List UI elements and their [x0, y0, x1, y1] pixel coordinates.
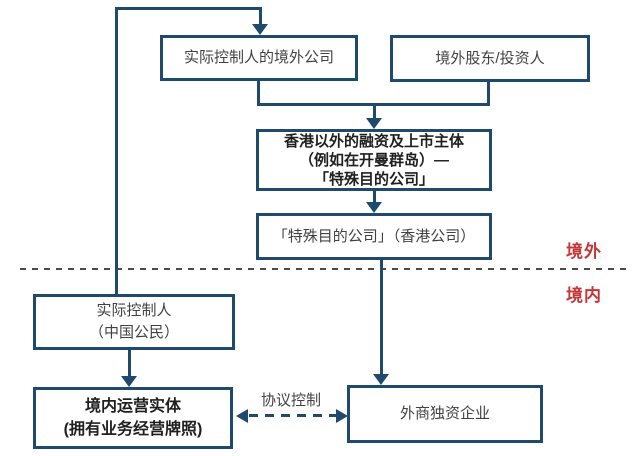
connector-controller-to-domestic	[128, 350, 131, 377]
box-offshore-listing-entity-line1: 香港以外的融资及上市主体	[283, 132, 464, 150]
box-overseas-holdco-label: 实际控制人的境外公司	[183, 49, 334, 66]
contractual-control-dashed-arrow	[249, 414, 337, 417]
offshore-onshore-separator	[20, 268, 626, 270]
box-domestic-operating-entity-line2: (拥有业务经营牌照)	[63, 421, 203, 438]
arrow-right-icon	[336, 409, 348, 423]
box-actual-controller-line2: （中国公民）	[88, 324, 179, 341]
connector-merge-horizontal	[257, 103, 490, 106]
arrow-down-icon	[121, 376, 137, 387]
box-spv-hongkong-label: 「特殊目的公司」（香港公司）	[272, 227, 476, 245]
connector-investors-down	[487, 82, 490, 106]
box-overseas-shareholders-label: 境外股东/投资人	[435, 49, 545, 67]
arrow-down-icon	[366, 202, 382, 213]
connector-controller-to-holdco-drop	[259, 7, 262, 25]
box-domestic-operating-entity-line1: 境内运营实体	[84, 398, 181, 415]
box-offshore-listing-entity-line2: （例如在开曼群岛）—	[298, 151, 449, 169]
box-domestic-operating-entity: 境内运营实体 (拥有业务经营牌照)	[33, 387, 233, 449]
label-contractual-control: 协议控制	[260, 392, 321, 409]
box-wfoe: 外商独资企业	[347, 385, 543, 443]
arrow-down-icon	[252, 24, 268, 35]
connector-listing-to-spv	[373, 191, 376, 203]
box-wfoe-label: 外商独资企业	[399, 405, 490, 422]
box-offshore-listing-entity-line3: 「特殊目的公司」	[313, 170, 434, 188]
connector-holdco-down	[257, 81, 260, 106]
arrow-down-icon	[373, 374, 389, 385]
box-overseas-shareholders: 境外股东/投资人	[390, 35, 590, 82]
label-offshore: 境外	[566, 242, 602, 261]
arrow-down-icon	[366, 118, 382, 129]
box-actual-controller: 实际控制人 （中国公民）	[33, 294, 235, 350]
box-overseas-holdco: 实际控制人的境外公司	[160, 35, 358, 81]
connector-controller-to-holdco-horizontal	[115, 7, 262, 10]
connector-spv-to-wfoe	[380, 260, 383, 375]
arrow-left-icon	[236, 409, 248, 423]
box-offshore-listing-entity: 香港以外的融资及上市主体 （例如在开曼群岛）— 「特殊目的公司」	[256, 129, 492, 191]
connector-merge-to-listing-drop	[373, 105, 376, 119]
connector-controller-to-holdco-vertical	[115, 7, 118, 294]
label-onshore: 境内	[566, 286, 602, 305]
box-spv-hongkong: 「特殊目的公司」（香港公司）	[256, 213, 492, 260]
box-actual-controller-line1: 实际控制人	[96, 302, 172, 319]
